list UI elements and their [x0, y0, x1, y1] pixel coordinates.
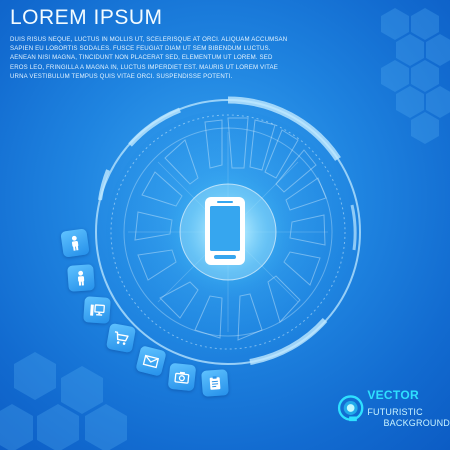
computer-icon — [90, 304, 105, 316]
tag-mail[interactable] — [135, 345, 167, 377]
brand-logo: VECTOR FUTURISTIC BACKGROUND — [336, 387, 450, 428]
tag-cart[interactable] — [105, 322, 137, 354]
logo-line1: FUTURISTIC — [367, 407, 423, 417]
tag-user-2[interactable] — [67, 264, 95, 292]
tag-computer[interactable] — [83, 296, 111, 324]
page-title: LOREM IPSUM — [10, 6, 163, 29]
tag-camera[interactable] — [167, 362, 197, 392]
tag-user-1[interactable] — [60, 228, 90, 258]
tag-clipboard[interactable] — [201, 369, 229, 397]
vector-logo-icon — [337, 394, 364, 421]
logo-brand: VECTOR — [367, 388, 419, 402]
smartphone-icon — [205, 197, 245, 265]
mail-icon — [142, 354, 160, 369]
logo-line2: BACKGROUND — [383, 418, 450, 428]
clipboard-icon — [209, 376, 221, 390]
user-icon — [71, 235, 79, 251]
cart-icon — [114, 331, 129, 345]
camera-icon — [174, 371, 190, 384]
user-icon — [77, 270, 85, 286]
intro-text: Duis risus neque, luctus in mollis ut, s… — [10, 36, 288, 80]
hexagon-pattern — [0, 8, 450, 450]
